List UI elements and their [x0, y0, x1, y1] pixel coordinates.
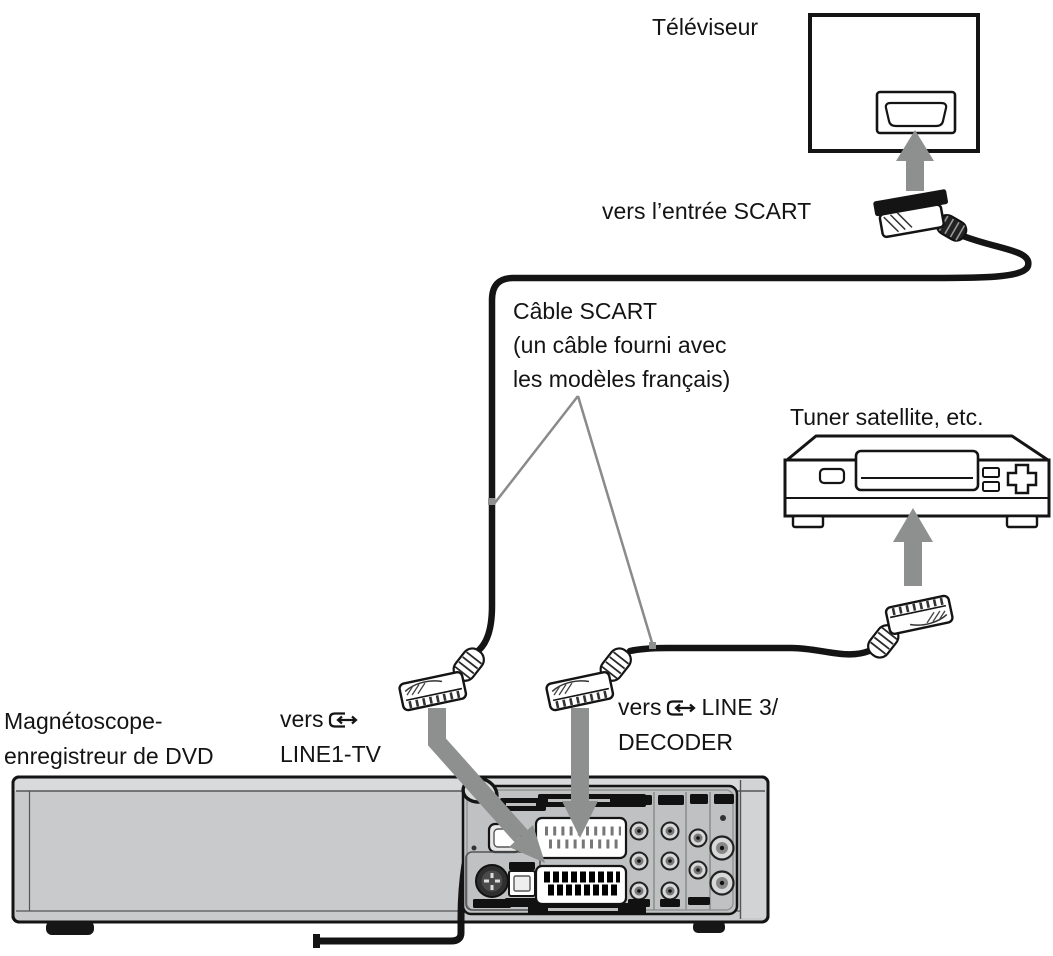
panel-label-bar [658, 795, 684, 805]
line1-caption-port: LINE1-TV [280, 741, 381, 767]
rca-jack [629, 821, 708, 901]
tv-port-caption: vers l’entrée SCART [602, 198, 812, 224]
line1-tv-label-bar [528, 903, 646, 915]
satellite-tuner-drawing [783, 434, 1051, 529]
line1-port-caption: vers LINE1-TV [280, 702, 381, 772]
line1-insertion-arrow-icon [428, 708, 545, 863]
scart-cable-tuner [626, 644, 873, 658]
tuner-dpad-button [1006, 463, 1038, 495]
recorder-foot [46, 921, 94, 935]
pointer-dot [488, 498, 495, 505]
scart-plug-line1 [394, 641, 495, 711]
cable-note-pointer-lines [493, 395, 655, 647]
tv-up-arrow-icon [896, 130, 934, 191]
recorder-label-line1: Magnétoscope- [4, 708, 163, 734]
scart-cable-tv [475, 232, 1032, 654]
cable-note-line1: Câble SCART [513, 298, 658, 324]
cable-note-line3: les modèles français) [513, 366, 731, 392]
tuner-power-button [818, 467, 846, 485]
panel-label-bar [690, 794, 708, 804]
scart-io-icon [667, 700, 697, 716]
tv-scart-port [875, 90, 957, 135]
cable-note: Câble SCART (un câble fourni avec les mo… [513, 294, 730, 396]
panel-label-bar [473, 899, 511, 908]
tuner-label: Tuner satellite, etc. [790, 404, 984, 430]
pointer-dot [649, 642, 656, 649]
left-jack-group [465, 845, 541, 911]
aerial-jacks [709, 815, 735, 896]
panel-label-bar [628, 899, 650, 907]
tuner-up-arrow-icon [893, 508, 933, 586]
scart-plug-tuner [857, 595, 958, 665]
panel-label-bar [509, 862, 535, 870]
scart-socket-line1-plugged [534, 864, 628, 906]
tv-label: Téléviseur [652, 14, 759, 40]
panel-label-bar [626, 795, 652, 805]
scart-io-icon [329, 712, 359, 728]
line3-port-caption: vers LINE 3/ DECODER [618, 690, 778, 760]
s-video-jack [475, 864, 509, 898]
tuner-display [854, 449, 980, 492]
panel-label-bar [688, 897, 710, 905]
line3-caption-port2: DECODER [618, 729, 734, 755]
recorder-label: Magnétoscope- enregistreur de DVD [4, 704, 214, 774]
cable-note-line2: (un câble fourni avec [513, 332, 727, 358]
panel-label-bar [660, 899, 680, 907]
tv-drawing [808, 13, 980, 153]
recorder-rear-panel [461, 776, 739, 916]
mains-label-bar [500, 798, 546, 811]
rca-jack-field [626, 792, 735, 910]
recorder-foot [693, 921, 725, 933]
line3-caption-prefix: vers [618, 694, 662, 720]
recorder-label-line2: enregistreur de DVD [4, 743, 214, 769]
optical-out-jack [508, 870, 536, 897]
panel-label-bar [714, 794, 734, 804]
scart-plug-tv [873, 189, 968, 242]
line1-caption-prefix: vers [280, 706, 324, 732]
line3-caption-port1: LINE 3/ [701, 694, 779, 720]
line3-insertion-arrow-icon [562, 708, 598, 838]
